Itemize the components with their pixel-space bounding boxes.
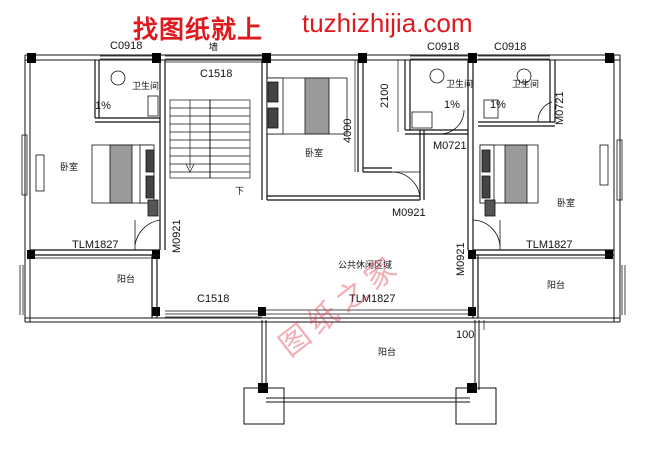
door-swings (134, 101, 553, 250)
label-door-m0721-center: M0721 (433, 140, 467, 152)
label-stair-down: 下 (235, 187, 245, 197)
sliding-doors (30, 257, 610, 319)
label-door-m0921-left: M0921 (171, 219, 183, 253)
wall-fixtures (21, 134, 623, 201)
label-window-c1518-bottom: C1518 (197, 293, 230, 305)
label-window-mid: C0918 (427, 41, 460, 53)
site-header: 找图纸就上 tuzhizhijia.com (0, 4, 650, 44)
label-window-c1518-top: C1518 (200, 68, 233, 80)
label-dim-100: 100 (456, 329, 475, 341)
label-door-tlm-center: TLM1827 (349, 293, 396, 305)
label-door-m0921-center: M0921 (392, 207, 426, 219)
label-slope-right: 1% (490, 99, 506, 111)
label-bedroom-mid: 卧室 (305, 149, 324, 159)
label-door-m0921-right: M0921 (455, 242, 467, 276)
toilets (110, 68, 532, 129)
label-slope-left: 1% (95, 100, 111, 112)
dimension-lines (354, 60, 485, 330)
staircase (169, 99, 251, 179)
lower-balcony (243, 320, 497, 425)
label-window-right: C0918 (494, 41, 527, 53)
label-top-partial: 墙 (209, 43, 219, 53)
label-door-tlm-right: TLM1827 (526, 239, 573, 251)
label-door-m0721-right: M0721 (554, 91, 566, 125)
header-url[interactable]: tuzhizhijia.com (302, 8, 473, 38)
label-slope-mid: 1% (444, 99, 460, 111)
label-public-leisure: 公共休闲区域 (338, 261, 393, 271)
windows (19, 55, 626, 318)
label-wc-mid: 卫生间 (446, 80, 474, 90)
label-balcony-right: 阳台 (547, 281, 566, 291)
label-dim-4000: 4000 (342, 118, 354, 143)
label-bedroom-right: 卧室 (557, 199, 576, 209)
label-balcony-bottom: 阳台 (378, 348, 397, 358)
label-dim-2100: 2100 (379, 83, 391, 108)
label-door-tlm-left: TLM1827 (72, 239, 119, 251)
label-bedroom-left: 卧室 (60, 163, 79, 173)
label-balcony-left: 阳台 (117, 275, 136, 285)
interior-walls (30, 60, 614, 318)
beds (91, 77, 539, 217)
label-wc-right: 卫生间 (512, 80, 540, 90)
label-wc-left: 卫生间 (132, 82, 160, 92)
label-window-left: C0918 (110, 40, 143, 52)
header-title: 找图纸就上 (133, 15, 264, 44)
